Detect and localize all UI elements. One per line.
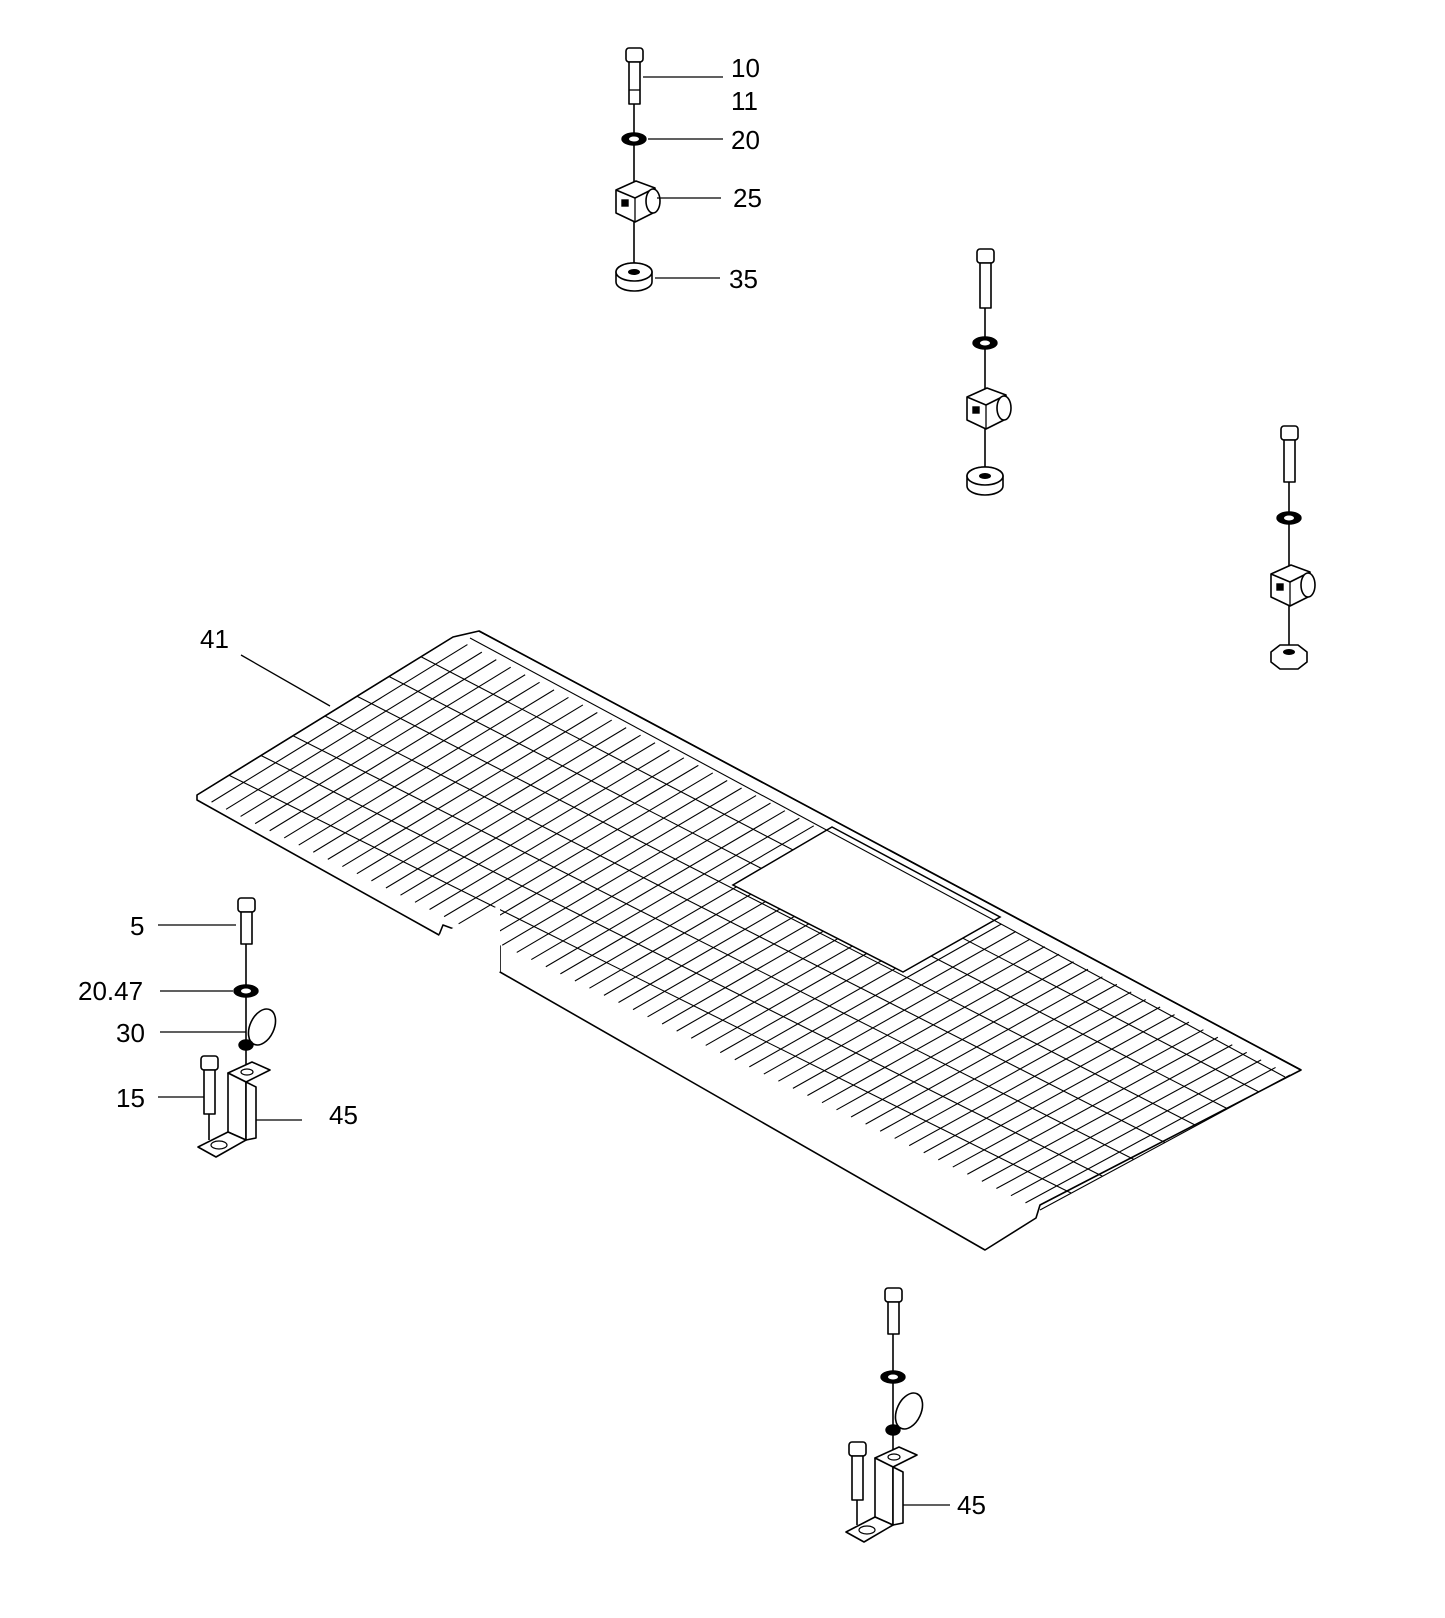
callout-45-bottom: 45	[957, 1490, 986, 1520]
callout-10: 10	[731, 53, 760, 83]
callout-20-47: 20.47	[78, 976, 143, 1006]
washer-icon	[621, 132, 647, 146]
hex-bolt-icon	[1280, 425, 1299, 483]
ring-clamp-icon	[238, 1008, 277, 1051]
mounting-bracket-icon	[845, 1446, 918, 1543]
grate-wire	[228, 774, 1072, 1194]
grate-notch	[439, 905, 500, 972]
callout-11: 11	[731, 86, 758, 116]
clamp-block-icon	[615, 180, 661, 223]
washer-icon	[233, 984, 259, 998]
hex-bolt-icon	[237, 897, 256, 945]
bracket-assembly-bottom	[845, 1287, 950, 1543]
nut-icon	[615, 262, 653, 292]
hex-bolt-icon	[200, 1055, 219, 1140]
washer-icon	[880, 1370, 906, 1384]
washer-icon	[1276, 511, 1302, 525]
nut-icon	[1270, 644, 1308, 670]
clamp-block-icon	[966, 387, 1012, 430]
callout-45-left: 45	[329, 1100, 358, 1130]
grate-wire	[324, 715, 1166, 1143]
fastener-stack-top	[615, 47, 723, 292]
fastener-stack-middle	[966, 248, 1012, 496]
callout-30: 30	[116, 1018, 145, 1048]
bracket-assembly-left	[158, 897, 302, 1158]
fastener-stack-right	[1270, 425, 1316, 670]
hex-bolt-icon	[976, 248, 995, 309]
grate-wire	[260, 755, 1103, 1177]
callout-5: 5	[130, 911, 144, 941]
mounting-bracket-icon	[197, 1061, 271, 1158]
callout-15: 15	[116, 1083, 145, 1113]
clamp-block-icon	[1270, 564, 1316, 607]
callout-20: 20	[731, 125, 760, 155]
grate-wire	[356, 695, 1197, 1127]
grate-wire	[292, 735, 1134, 1160]
washer-icon	[972, 336, 998, 350]
hex-bolt-icon	[848, 1441, 867, 1525]
wire-grate-panel-icon	[196, 630, 1302, 1251]
callout-25: 25	[733, 183, 762, 213]
hex-bolt-icon	[625, 47, 644, 105]
callout-41: 41	[200, 624, 229, 654]
hex-bolt-icon	[884, 1287, 903, 1335]
grate-opening	[731, 826, 1002, 973]
callout-35: 35	[729, 264, 758, 294]
nut-icon	[966, 466, 1004, 496]
ring-clamp-icon	[885, 1392, 924, 1436]
grate-bars	[196, 636, 1291, 1211]
